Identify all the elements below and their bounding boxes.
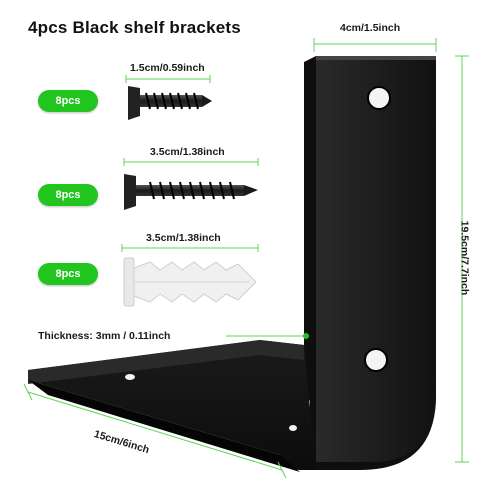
- height-dimension-label: 19.5cm/7.7inch: [458, 220, 471, 296]
- lower-screw-hole: [365, 349, 387, 371]
- wall-anchor-icon: [123, 257, 257, 307]
- base-screw-hole-2: [289, 425, 297, 431]
- quantity-badge-wall-anchor: 8pcs: [38, 263, 98, 285]
- wall-anchor-size-label: 3.5cm/1.38inch: [146, 232, 221, 244]
- thickness-label: Thickness: 3mm / 0.11inch: [38, 330, 171, 342]
- dimension-lines: [23, 38, 469, 479]
- short-screw-icon: [128, 86, 212, 120]
- page-title: 4pcs Black shelf brackets: [28, 18, 241, 37]
- short-screw-size-label: 1.5cm/0.59inch: [130, 62, 205, 74]
- long-screw-icon: [124, 174, 258, 210]
- width-dimension-label: 4cm/1.5inch: [340, 22, 401, 34]
- quantity-badge-long-screw: 8pcs: [38, 184, 98, 206]
- quantity-badge-short-screw: 8pcs: [38, 90, 98, 112]
- bracket-base-arm: [28, 340, 316, 472]
- long-screw-size-label: 3.5cm/1.38inch: [150, 146, 225, 158]
- thickness-marker: [303, 333, 309, 339]
- bracket-vertical-arm: [304, 56, 436, 470]
- base-screw-hole-1: [125, 374, 135, 380]
- upper-screw-hole: [368, 87, 390, 109]
